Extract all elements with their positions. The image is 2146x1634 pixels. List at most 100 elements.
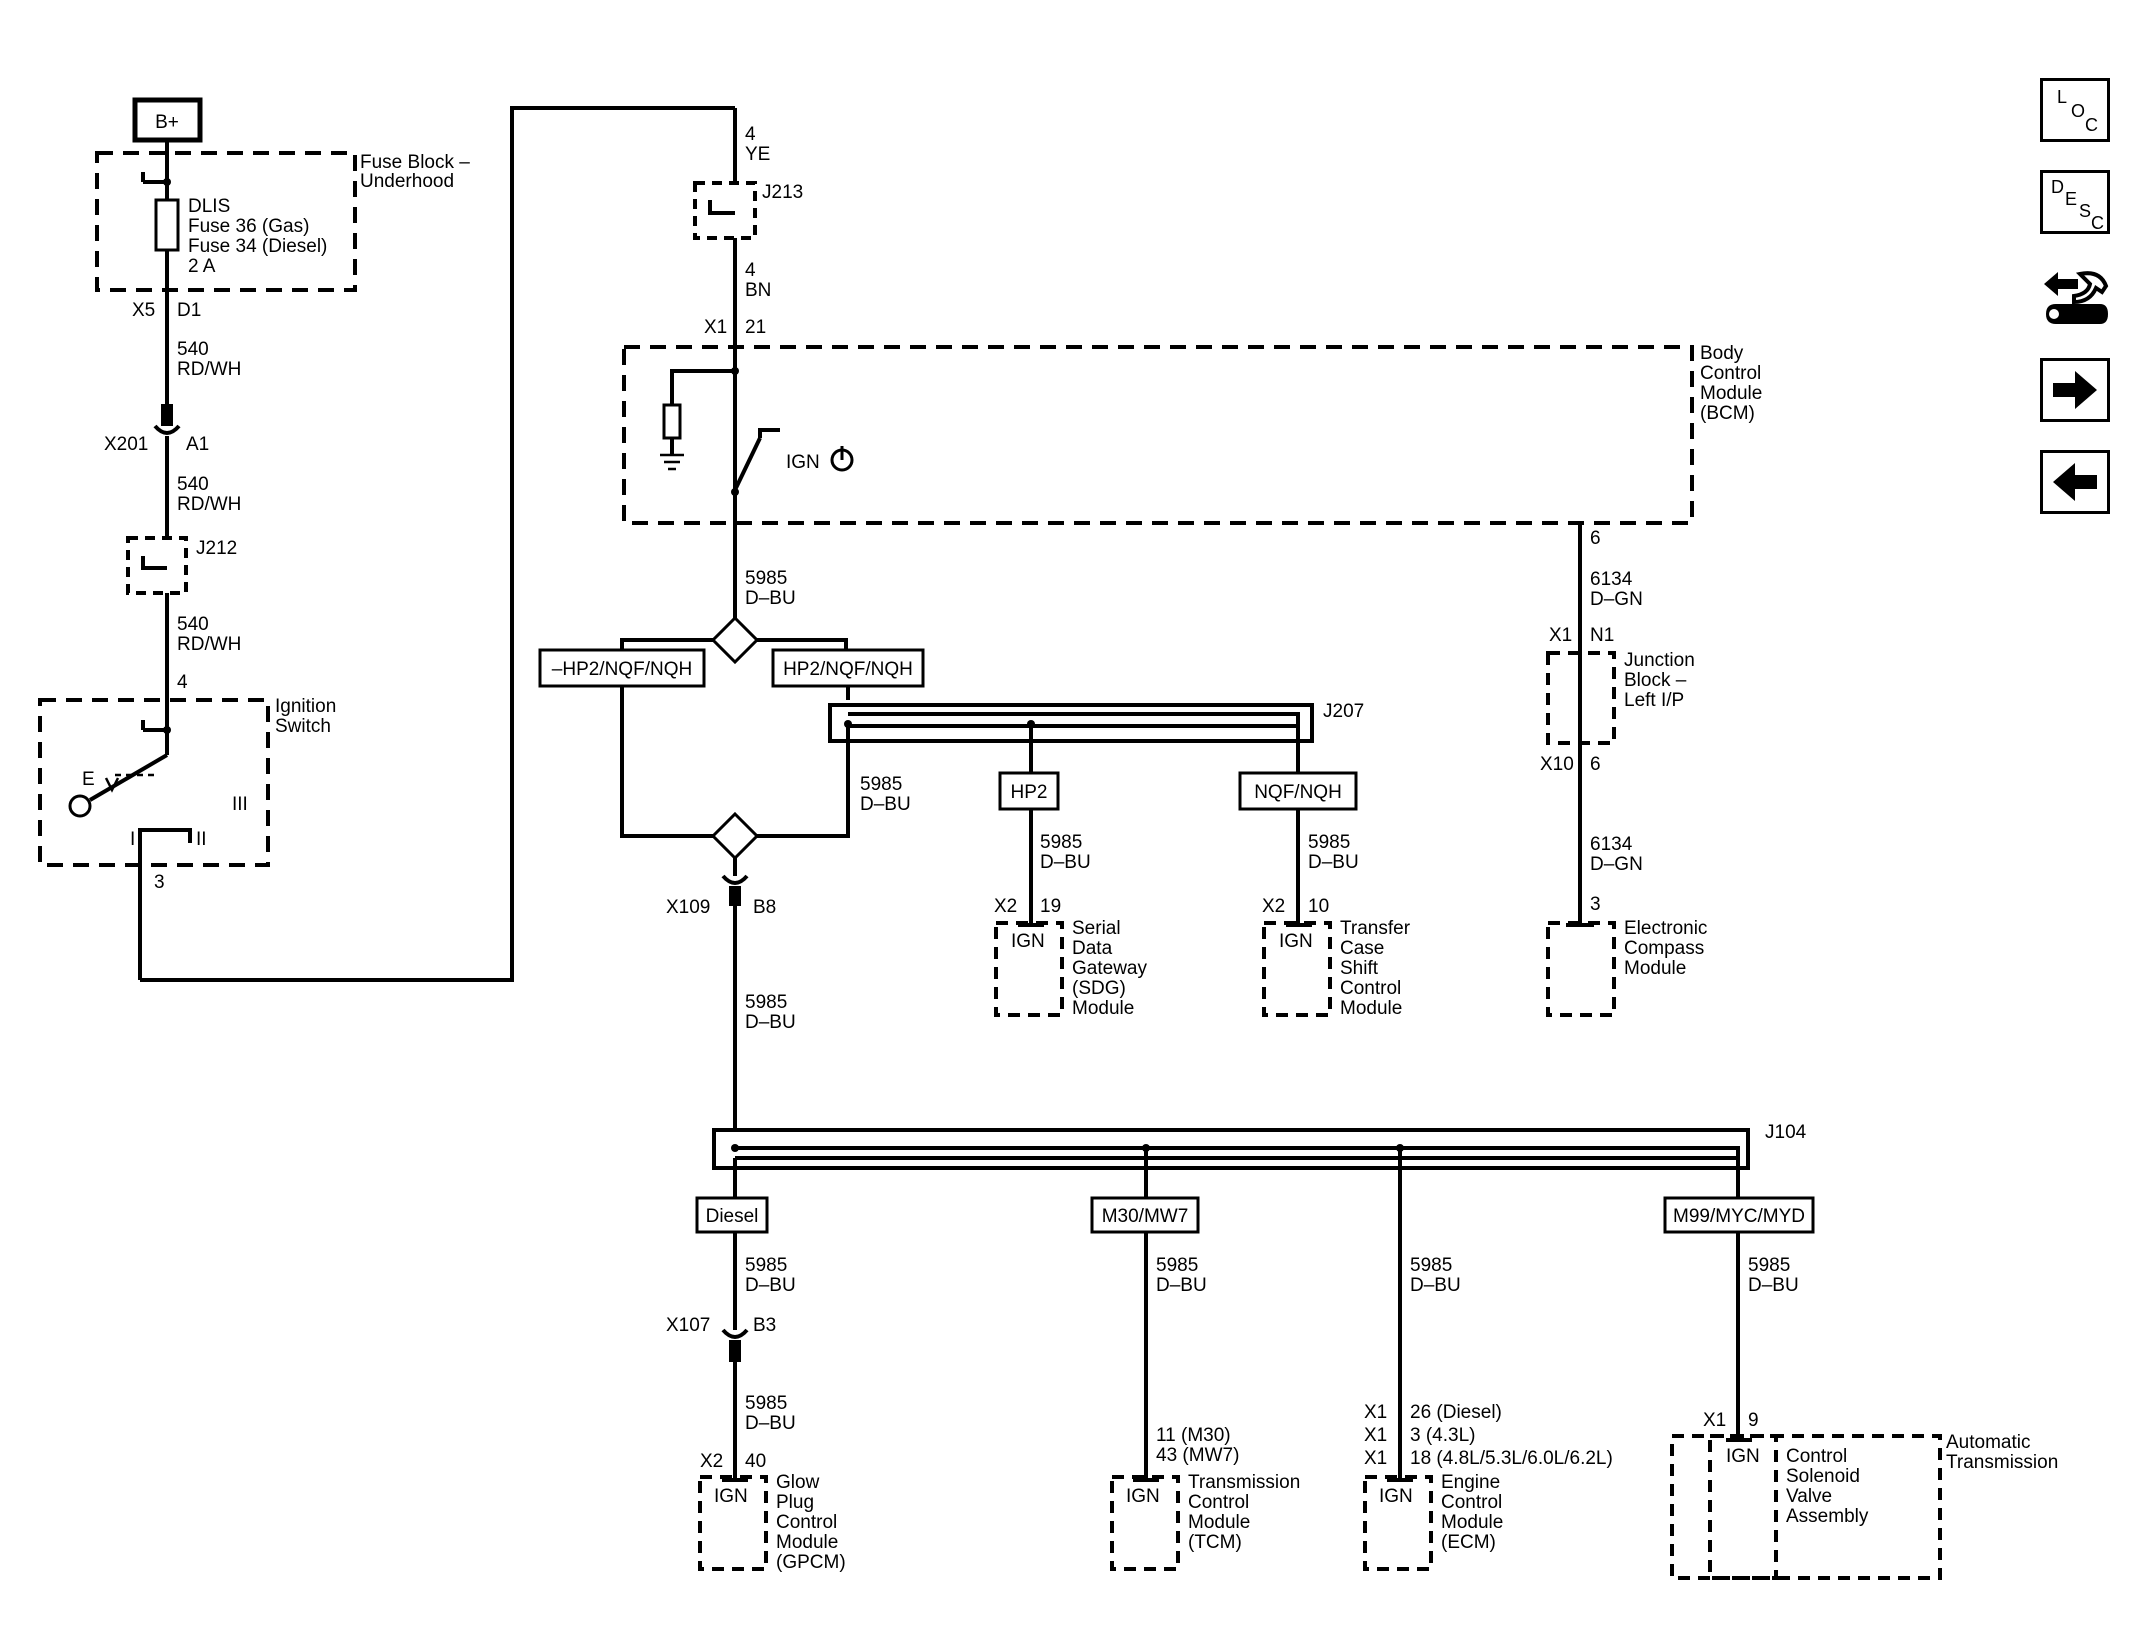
svg-text:N1: N1 [1590,625,1614,646]
svg-text:J207: J207 [1323,701,1364,722]
svg-text:540: 540 [177,474,209,495]
glow-plug-control-module: IGN Glow Plug Control Module (GPCM) [698,1472,846,1573]
svg-text:Module: Module [1441,1512,1503,1533]
svg-text:II: II [196,829,207,850]
svg-text:D–BU: D–BU [745,1275,796,1296]
svg-text:IGN: IGN [1126,1486,1160,1507]
svg-text:–HP2/NQF/NQH: –HP2/NQF/NQH [552,659,692,680]
svg-text:D–BU: D–BU [1040,852,1091,873]
svg-text:D–BU: D–BU [1308,852,1359,873]
svg-text:Switch: Switch [275,716,331,737]
arrow-right-icon [2053,371,2097,409]
next-arrow-button[interactable] [2040,358,2110,422]
svg-text:Solenoid: Solenoid [1786,1466,1860,1487]
svg-text:Glow: Glow [776,1472,820,1493]
svg-text:IGN: IGN [1726,1446,1760,1467]
svg-text:(BCM): (BCM) [1700,403,1755,424]
svg-text:Shift: Shift [1340,958,1379,979]
svg-text:Ignition: Ignition [275,696,336,717]
splice-j212: J212 [126,536,237,595]
svg-text:4: 4 [745,124,756,145]
svg-text:5985: 5985 [1410,1255,1452,1276]
svg-text:5985: 5985 [1156,1255,1198,1276]
svg-text:Module: Module [776,1532,838,1553]
desc-letter: D [2051,177,2064,197]
transmission-control-module: IGN Transmission Control Module (TCM) [1110,1472,1300,1571]
svg-text:26 (Diesel): 26 (Diesel) [1410,1402,1502,1423]
svg-text:18 (4.8L/5.3L/6.0L/6.2L): 18 (4.8L/5.3L/6.0L/6.2L) [1410,1448,1613,1469]
svg-text:Transmission: Transmission [1188,1472,1300,1493]
harness-j104: J104 [712,1122,1807,1170]
svg-text:D–GN: D–GN [1590,854,1643,875]
svg-text:3: 3 [154,872,165,893]
desc-letter: E [2065,189,2078,209]
svg-text:Transmission: Transmission [1946,1452,2058,1473]
control-solenoid-valve-assembly: IGN Control Solenoid Valve Assembly [1708,1434,1869,1580]
svg-text:6134: 6134 [1590,834,1633,855]
svg-text:5985: 5985 [1040,832,1082,853]
svg-text:Module: Module [1072,998,1134,1019]
loc-letter: C [2085,115,2098,135]
option-box-hp2: HP2 [998,771,1060,811]
svg-text:10: 10 [1308,896,1329,917]
svg-text:2 A: 2 A [188,256,216,277]
previous-arrow-button[interactable] [2040,450,2110,514]
loc-letter: O [2071,101,2086,121]
svg-text:IGN: IGN [786,452,820,473]
option-join [710,811,760,861]
svg-text:6134: 6134 [1590,569,1633,590]
arrow-left-icon [2053,463,2097,501]
svg-text:X2: X2 [700,1451,723,1472]
diagnostic-tool-icon[interactable] [2040,262,2112,334]
svg-text:4: 4 [745,260,756,281]
description-button[interactable]: D E S C [2040,170,2110,234]
desc-letter: S [2079,201,2092,221]
svg-text:IGN: IGN [1011,931,1045,952]
svg-text:21: 21 [745,317,766,338]
svg-text:X1: X1 [1549,625,1572,646]
svg-text:Module: Module [1624,958,1686,979]
svg-text:Control: Control [1340,978,1401,999]
svg-text:RD/WH: RD/WH [177,634,241,655]
svg-text:9: 9 [1748,1410,1759,1431]
svg-text:Electronic: Electronic [1624,918,1707,939]
svg-text:(TCM): (TCM) [1188,1532,1242,1553]
loc-letter: L [2057,87,2068,107]
desc-letter: C [2091,213,2104,233]
svg-text:M99/MYC/MYD: M99/MYC/MYD [1673,1206,1805,1227]
svg-text:5985: 5985 [745,568,787,589]
svg-text:D–BU: D–BU [1410,1275,1461,1296]
wire-label: 540 [177,339,209,360]
svg-text:NQF/NQH: NQF/NQH [1254,782,1342,803]
option-box-m30-mw7: M30/MW7 [1090,1196,1200,1234]
location-button[interactable]: L O C [2040,78,2110,142]
option-box-m99-myc-myd: M99/MYC/MYD [1663,1196,1815,1234]
svg-text:D–BU: D–BU [745,1012,796,1033]
svg-text:I: I [130,829,135,850]
svg-text:3 (4.3L): 3 (4.3L) [1410,1425,1475,1446]
connector-x201 [153,404,181,435]
svg-text:Left I/P: Left I/P [1624,690,1684,711]
svg-text:J212: J212 [196,538,237,559]
option-split [710,615,760,665]
svg-text:19: 19 [1040,896,1061,917]
svg-text:X201: X201 [104,434,148,455]
svg-text:X107: X107 [666,1315,710,1336]
svg-text:Control: Control [1188,1492,1249,1513]
svg-text:40: 40 [745,1451,766,1472]
svg-text:Case: Case [1340,938,1384,959]
svg-text:X2: X2 [994,896,1017,917]
svg-text:Block –: Block – [1624,670,1687,691]
svg-text:X1: X1 [1364,1402,1387,1423]
wire-label: RD/WH [177,359,241,380]
junction-block-left-ip: Junction Block – Left I/P [1546,650,1695,745]
svg-text:X109: X109 [666,897,710,918]
svg-text:Control: Control [1441,1492,1502,1513]
fuse-block-underhood: Fuse Block – Underhood [95,151,470,292]
svg-text:Automatic: Automatic [1946,1432,2030,1453]
svg-text:(ECM): (ECM) [1441,1532,1496,1553]
svg-text:(GPCM): (GPCM) [776,1552,846,1573]
svg-text:Valve: Valve [1786,1486,1832,1507]
option-box-diesel: Diesel [695,1196,769,1234]
svg-text:IGN: IGN [714,1486,748,1507]
